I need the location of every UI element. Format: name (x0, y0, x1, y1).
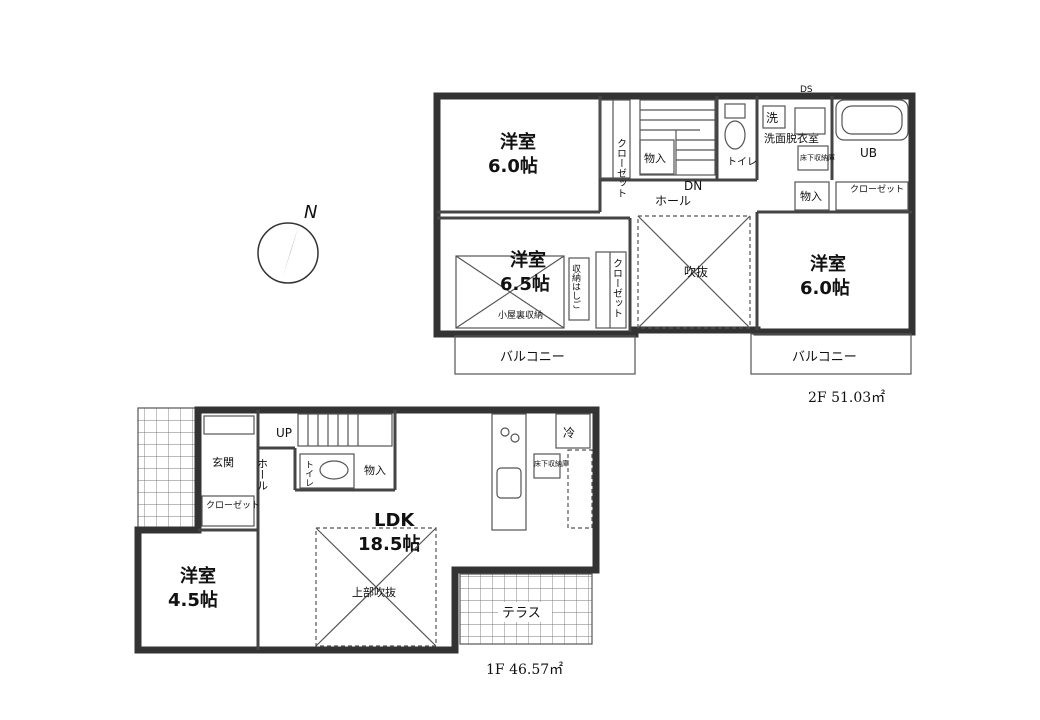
room-western-b-size: 6.5帖 (500, 273, 550, 295)
balcony-label-a: バルコニー (500, 350, 565, 365)
compass-north-label: N (304, 202, 317, 223)
underfloor-label-2f: 床下収納庫 (800, 153, 835, 162)
stairs-up-label: UP (276, 426, 292, 440)
terrace-label: テラス (502, 606, 541, 621)
fridge-label: 冷 (563, 426, 575, 440)
room-western-a-size: 6.0帖 (488, 155, 538, 177)
hall-label-1f: ホール (256, 458, 269, 491)
room-ldk-name: LDK (374, 510, 415, 531)
ds-label: DS (800, 85, 813, 95)
second-floor: クローゼット 物入 DN トイレ 洗 洗面脱衣室 DS 床下収納庫 UB (433, 85, 916, 406)
room-western-c-name: 洋室 (810, 253, 846, 275)
room-western-1f-name: 洋室 (180, 565, 216, 587)
storage-label-2f-b: 物入 (800, 189, 822, 203)
entrance-label: 玄関 (212, 455, 234, 469)
closet-label-1f: クローゼット (206, 499, 260, 511)
balcony-label-b: バルコニー (792, 350, 857, 365)
upper-void-label: 上部吹抜 (352, 585, 396, 599)
compass-icon: N (257, 202, 319, 284)
closet-label-a: クローゼット (615, 138, 627, 198)
underfloor-label-1f: 床下収納庫 (534, 459, 569, 468)
room-western-1f-size: 4.5帖 (168, 589, 218, 611)
closet-label-b: クローゼット (611, 258, 623, 318)
first-floor: 玄関 UP ホール トイレ 物入 クローゼット 冷 床下収納庫 (134, 406, 600, 678)
room-western-c-size: 6.0帖 (800, 277, 850, 299)
washroom-label: 洗面脱衣室 (764, 131, 819, 145)
washer-label: 洗 (766, 111, 778, 125)
hall-label-2f: ホール (655, 194, 691, 208)
toilet-label-1f: トイレ (303, 460, 314, 487)
storage-label-2f-a: 物入 (644, 151, 666, 165)
void-label-2f: 吹抜 (684, 265, 708, 279)
toilet-label-2f: トイレ (727, 157, 757, 168)
attic-storage-label: 小屋裏収納 (498, 309, 543, 321)
stairs-dn-label: DN (684, 179, 702, 193)
room-western-a-name: 洋室 (500, 131, 536, 153)
storage-label-1f: 物入 (364, 463, 386, 477)
closet-label-c: クローゼット (850, 183, 904, 195)
stairs-treads-1f (307, 414, 359, 446)
room-western-b-name: 洋室 (510, 249, 546, 271)
area-label-2f: 2F 51.03㎡ (808, 390, 885, 406)
bath-label: UB (860, 146, 877, 160)
stairs-treads (640, 109, 715, 175)
room-ldk-size: 18.5帖 (358, 533, 420, 555)
area-label-1f: 1F 46.57㎡ (486, 662, 563, 678)
ladder-label: 収納はしご (570, 263, 581, 309)
